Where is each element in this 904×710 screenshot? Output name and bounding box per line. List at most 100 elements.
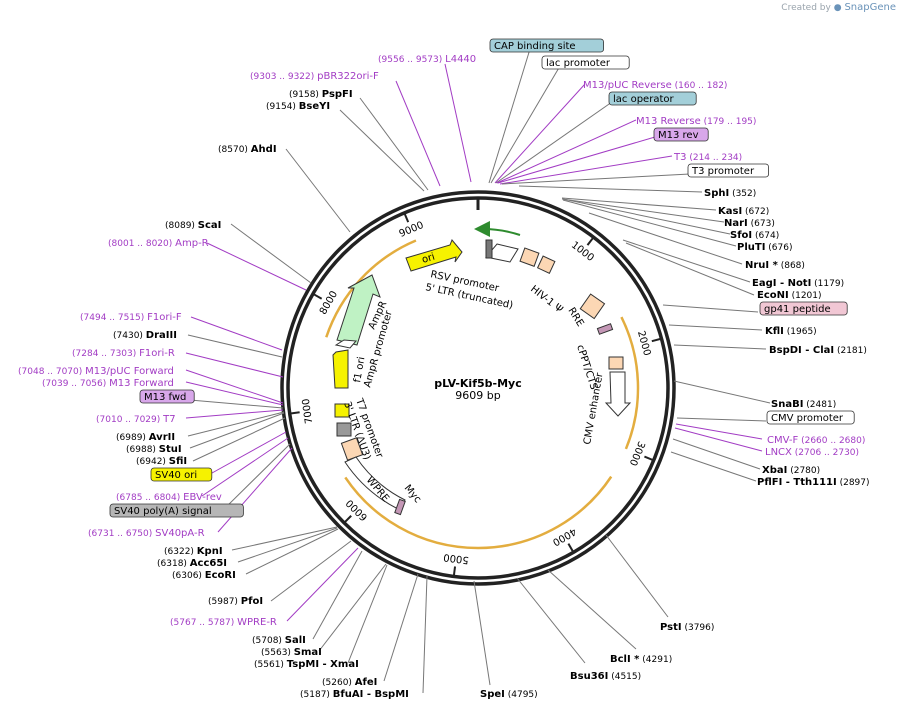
ampr-feature [336, 274, 381, 346]
cppt-feature [608, 356, 624, 370]
label-draiii: (7430) DraIII [113, 330, 177, 341]
label-l4440: (9556 .. 9573) L4440 [378, 54, 476, 65]
svg-text:(6306) EcoRI: (6306) EcoRI [172, 570, 236, 581]
tick-label: 2000 [635, 330, 652, 357]
label-bseyi: (9154) BseYI [266, 101, 330, 112]
svg-text:(8089) ScaI: (8089) ScaI [165, 220, 221, 231]
label-tspmi: (5561) TspMI - XmaI [254, 659, 359, 670]
svg-text:CAP binding site: CAP binding site [494, 41, 576, 52]
svg-text:(9154) BseYI: (9154) BseYI [266, 101, 330, 112]
snapgene-credit: Created by ● SnapGene [781, 2, 896, 13]
label-lncx: LNCX (2706 .. 2730) [765, 447, 859, 458]
svg-text:(6322) KpnI: (6322) KpnI [164, 546, 223, 557]
label-sv40pa: SV40 poly(A) signal [109, 503, 244, 518]
tick-mark [452, 566, 457, 577]
svg-text:(8570) AhdI: (8570) AhdI [218, 144, 277, 155]
label-kpni: (6322) KpnI [164, 546, 223, 557]
label-sali: (5708) SalI [252, 635, 306, 646]
tick-mark [651, 337, 662, 343]
label-bfuai: (5187) BfuAI - BspMI [300, 689, 409, 700]
label-kasi: KasI (672) [718, 206, 769, 217]
svg-text:(6989) AvrII: (6989) AvrII [116, 432, 175, 443]
svg-text:(9158) PspFI: (9158) PspFI [289, 89, 353, 100]
svg-text:(5767 .. 5787) WPRE-R: (5767 .. 5787) WPRE-R [170, 617, 277, 628]
svg-text:(7039 .. 7056) M13 Forward: (7039 .. 7056) M13 Forward [42, 378, 174, 389]
svg-text:Bsu36I (4515): Bsu36I (4515) [570, 671, 641, 682]
hiv-psi-box-2 [536, 255, 556, 274]
label-m13fwd: (7039 .. 7056) M13 Forward [42, 378, 174, 389]
svg-text:XbaI (2780): XbaI (2780) [762, 465, 820, 476]
label-m13rev: M13 Reverse (179 .. 195) [636, 116, 756, 127]
label-sphi: SphI (352) [704, 188, 756, 199]
tick-mark [567, 543, 575, 553]
tick-label: 7000 [301, 398, 315, 425]
label-bcli: BclI * (4291) [610, 654, 672, 665]
svg-text:CMV-F (2660 .. 2680): CMV-F (2660 .. 2680) [767, 435, 865, 446]
svg-text:PflFI - Tth111I (2897): PflFI - Tth111I (2897) [757, 477, 870, 488]
svg-text:M13 Reverse (179 .. 195): M13 Reverse (179 .. 195) [636, 116, 756, 127]
label-t7: (7010 .. 7029) T7 [96, 414, 176, 425]
label-spei: SpeI (4795) [480, 689, 538, 700]
svg-text:KasI (672): KasI (672) [718, 206, 769, 217]
svg-text:M13 rev: M13 rev [658, 130, 699, 141]
svg-text:(9303 .. 9322) pBR322ori-F: (9303 .. 9322) pBR322ori-F [250, 71, 379, 82]
tick-mark [644, 455, 655, 462]
label-m13revbox: M13 rev [653, 127, 709, 142]
label-ebv-rev: (6785 .. 6804) EBV-rev [116, 492, 222, 503]
svg-text:EcoNI (1201): EcoNI (1201) [757, 290, 822, 301]
svg-text:KflI (1965): KflI (1965) [765, 326, 817, 337]
svg-text:(6988) StuI: (6988) StuI [126, 444, 182, 455]
ori-feature [405, 239, 463, 272]
ori-label: ori [421, 252, 437, 266]
svg-text:(5987) PfoI: (5987) PfoI [208, 596, 263, 607]
label-m13pucrev: M13/pUC Reverse (160 .. 182) [583, 80, 727, 91]
gp41-feature [596, 323, 614, 335]
rre-feature [579, 293, 606, 320]
label-sfii: (6942) SfiI [136, 456, 187, 467]
label-lacop: lac operator [608, 91, 697, 106]
label-pluti: PluTI (676) [737, 242, 792, 253]
svg-text:(7494 .. 7515) F1ori-F: (7494 .. 7515) F1ori-F [80, 312, 182, 323]
label-cmvprom: CMV promoter [766, 410, 855, 425]
created-by-text: Created by [781, 3, 831, 13]
svg-text:M13/pUC Reverse (160 .. 182): M13/pUC Reverse (160 .. 182) [583, 80, 727, 91]
snapgene-logo-icon: ● [833, 3, 842, 13]
tick-label: 1000 [569, 240, 596, 264]
svg-text:(5563) SmaI: (5563) SmaI [261, 647, 322, 658]
backbone-outer-ring [280, 190, 676, 586]
label-f1ori-f: (7494 .. 7515) F1ori-F [80, 312, 182, 323]
label-f1ori-r: (7284 .. 7303) F1ori-R [72, 348, 175, 359]
label-sv40ori: SV40 ori [150, 467, 213, 482]
svg-text:M13 fwd: M13 fwd [144, 392, 186, 403]
label-nrui: NruI * (868) [745, 260, 805, 271]
tick-mark [343, 515, 352, 524]
label-pspfi: (9158) PspFI [289, 89, 353, 100]
ampr-promoter-feature [334, 339, 358, 349]
svg-text:(7430) DraIII: (7430) DraIII [113, 330, 177, 341]
label-snabi: SnaBI (2481) [771, 399, 836, 410]
svg-text:(9556 .. 9573) L4440: (9556 .. 9573) L4440 [378, 54, 476, 65]
svg-text:(6785 .. 6804) EBV-rev: (6785 .. 6804) EBV-rev [116, 492, 222, 503]
label-eagi: EagI - NotI (1179) [752, 278, 844, 289]
feature-arcs [325, 239, 640, 550]
svg-text:(7010 .. 7029) T7: (7010 .. 7029) T7 [96, 414, 176, 425]
svg-text:(6731 .. 6750) SV40pA-R: (6731 .. 6750) SV40pA-R [88, 528, 205, 539]
label-avrii: (6989) AvrII [116, 432, 175, 443]
svg-text:SV40 poly(A) signal: SV40 poly(A) signal [114, 506, 212, 517]
svg-text:(5260) AfeI: (5260) AfeI [322, 677, 377, 688]
svg-text:(6942) SfiI: (6942) SfiI [136, 456, 187, 467]
t7-small-box [336, 422, 352, 437]
svg-text:NruI * (868): NruI * (868) [745, 260, 805, 271]
f1-ori-label: f1 ori [352, 356, 367, 384]
svg-text:(6318) Acc65I: (6318) Acc65I [157, 558, 227, 569]
label-nari: NarI (673) [724, 218, 775, 229]
rsv-feature [485, 239, 493, 259]
svg-text:SphI (352): SphI (352) [704, 188, 756, 199]
svg-text:lac operator: lac operator [613, 94, 674, 105]
label-lacprom: lac promoter [541, 55, 630, 70]
label-econi: EcoNI (1201) [757, 290, 822, 301]
svg-text:gp41 peptide: gp41 peptide [764, 304, 831, 315]
svg-text:T3 (214 .. 234): T3 (214 .. 234) [673, 152, 742, 163]
label-pfoi: (5987) PfoI [208, 596, 263, 607]
